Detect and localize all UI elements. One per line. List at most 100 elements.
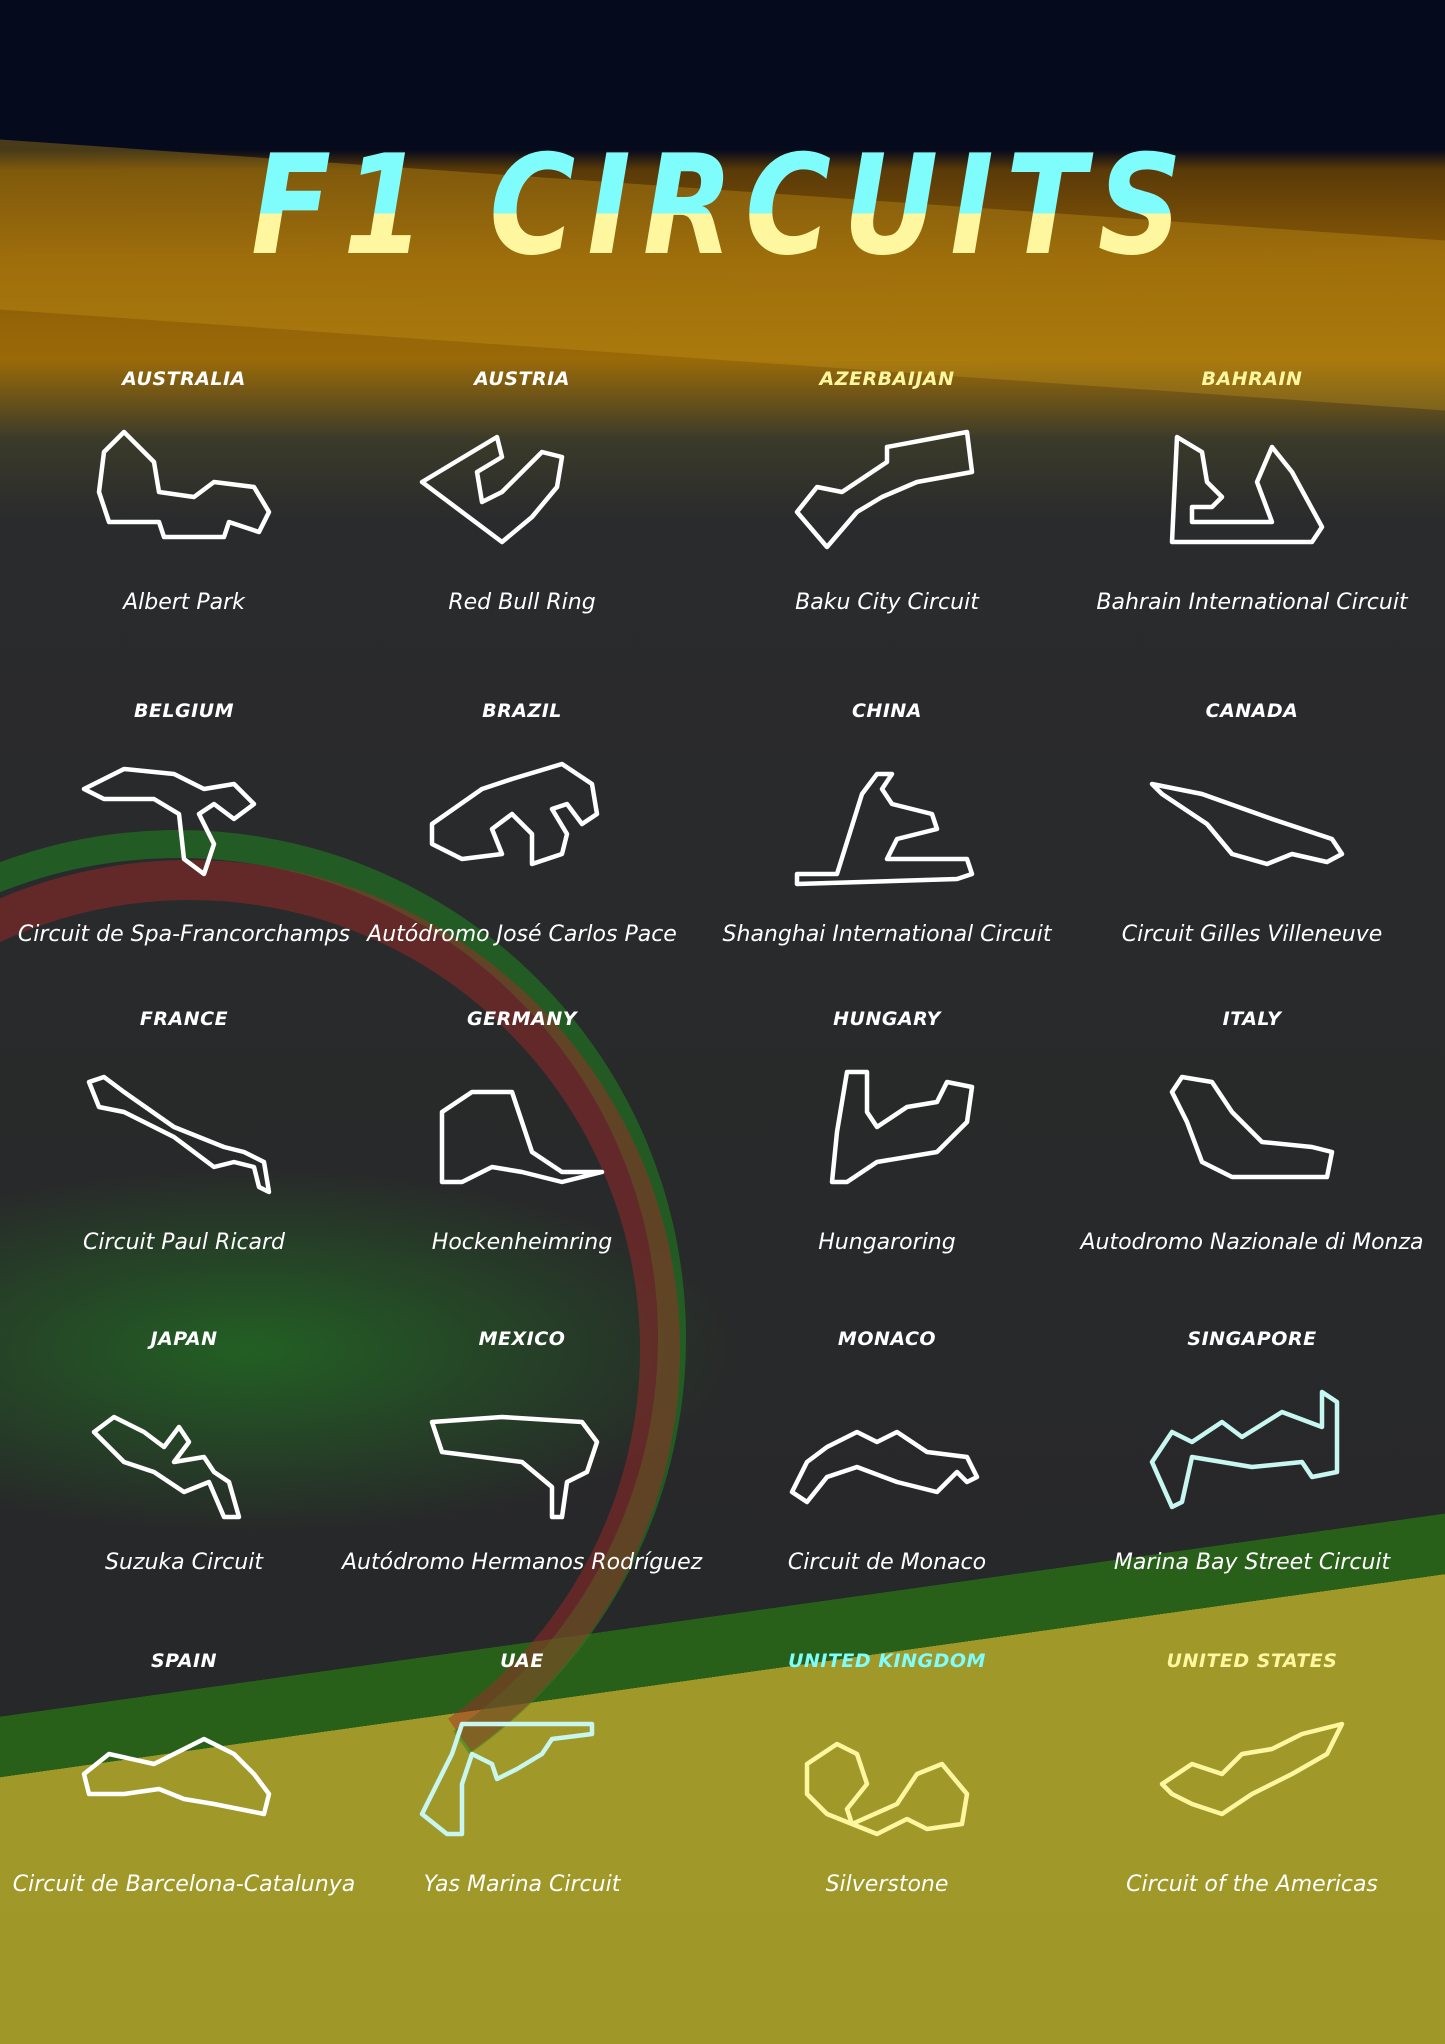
circuit-card-bahrain: BAHRAIN Bahrain International Circuit — [1072, 368, 1432, 615]
track-map-icon — [429, 761, 600, 867]
circuit-card-australia: AUSTRALIA Albert Park — [4, 368, 364, 615]
circuit-card-japan: JAPAN Suzuka Circuit — [4, 1328, 364, 1575]
track-map-icon — [419, 434, 565, 545]
circuit-name: Autódromo José Carlos Pace — [367, 922, 677, 947]
circuit-card-austria: AUSTRIA Red Bull Ring — [342, 368, 702, 615]
track-outline — [81, 766, 257, 877]
circuit-name: Marina Bay Street Circuit — [1113, 1550, 1391, 1575]
circuit-card-italy: ITALY Autodromo Nazionale di Monza — [1072, 1008, 1432, 1255]
circuit-card-monaco: MONACO Circuit de Monaco — [707, 1328, 1067, 1575]
circuit-name: Circuit de Spa-Francorchamps — [17, 922, 351, 947]
track-map-icon — [429, 1414, 600, 1520]
track-map-icon — [96, 429, 272, 540]
track-outline — [829, 1069, 975, 1185]
country-label: BAHRAIN — [1201, 368, 1303, 390]
track-map-icon — [1169, 1074, 1335, 1180]
track-outline — [1149, 1389, 1340, 1510]
circuit-name: Hockenheimring — [431, 1230, 613, 1255]
country-label: FRANCE — [139, 1008, 229, 1030]
country-label: SINGAPORE — [1187, 1328, 1317, 1350]
track-map-icon — [794, 771, 975, 887]
track-outline — [1149, 781, 1345, 867]
circuit-name: Albert Park — [123, 590, 245, 615]
track-map-icon — [789, 1429, 980, 1505]
track-map-icon — [439, 1089, 605, 1185]
track-map-icon — [829, 1069, 975, 1185]
country-label: AUSTRIA — [474, 368, 570, 390]
circuit-card-mexico: MEXICO Autódromo Hermanos Rodríguez — [342, 1328, 702, 1575]
track-map-icon — [81, 1736, 272, 1817]
country-label: CANADA — [1205, 700, 1299, 722]
circuit-name: Circuit of the Americas — [1126, 1872, 1378, 1897]
circuit-card-united-states: UNITED STATES Circuit of the Americas — [1072, 1650, 1432, 1897]
circuit-name: Circuit Gilles Villeneuve — [1121, 922, 1383, 947]
country-label: CHINA — [851, 700, 923, 722]
circuit-card-germany: GERMANY Hockenheimring — [342, 1008, 702, 1255]
track-outline — [439, 1089, 605, 1185]
circuit-card-belgium: BELGIUM Circuit de Spa-Francorchamps — [4, 700, 364, 947]
track-map-icon — [794, 429, 975, 550]
circuit-card-singapore: SINGAPORE Marina Bay Street Circuit — [1072, 1328, 1432, 1575]
country-label: UNITED KINGDOM — [788, 1650, 986, 1672]
circuit-name: Bahrain International Circuit — [1096, 590, 1408, 615]
track-outline — [1159, 1721, 1345, 1817]
country-label: UNITED STATES — [1166, 1650, 1338, 1672]
circuit-name: Circuit Paul Ricard — [82, 1230, 286, 1255]
country-label: AUSTRALIA — [122, 368, 246, 390]
track-outline — [419, 434, 565, 545]
country-label: AZERBAIJAN — [819, 368, 955, 390]
circuit-name: Hungaroring — [818, 1230, 956, 1255]
track-map-icon — [804, 1741, 970, 1837]
track-outline — [789, 1429, 980, 1505]
track-outline — [81, 1736, 272, 1817]
country-label: JAPAN — [150, 1328, 218, 1350]
track-outline — [1169, 434, 1325, 545]
circuit-name: Circuit de Monaco — [787, 1550, 987, 1575]
circuit-card-uae: UAE Yas Marina Circuit — [342, 1650, 702, 1897]
track-outline — [91, 1414, 242, 1520]
track-map-icon — [1149, 1389, 1340, 1510]
country-label: BRAZIL — [482, 700, 562, 722]
circuit-card-spain: SPAIN Circuit de Barcelona-Catalunya — [4, 1650, 364, 1897]
circuit-card-united-kingdom: UNITED KINGDOM Silverstone — [707, 1650, 1067, 1897]
country-label: UAE — [500, 1650, 544, 1672]
circuit-name: Silverstone — [825, 1872, 949, 1897]
track-outline — [96, 429, 272, 540]
country-label: SPAIN — [150, 1650, 218, 1672]
circuit-name: Autodromo Nazionale di Monza — [1080, 1230, 1424, 1255]
circuit-name: Red Bull Ring — [448, 590, 596, 615]
track-outline — [794, 771, 975, 887]
track-map-icon — [91, 1414, 242, 1520]
circuit-name: Autódromo Hermanos Rodríguez — [342, 1550, 703, 1575]
circuit-name: Baku City Circuit — [795, 590, 979, 615]
circuit-name: Circuit de Barcelona-Catalunya — [12, 1872, 356, 1897]
track-outline — [86, 1074, 272, 1195]
track-outline — [1169, 1074, 1335, 1180]
circuit-name: Yas Marina Circuit — [423, 1872, 621, 1897]
country-label: GERMANY — [467, 1008, 577, 1030]
country-label: MEXICO — [478, 1328, 566, 1350]
country-label: BELGIUM — [133, 700, 235, 722]
circuit-name: Suzuka Circuit — [105, 1550, 263, 1575]
track-map-icon — [1149, 781, 1345, 867]
country-label: ITALY — [1222, 1008, 1282, 1030]
track-outline — [429, 1414, 600, 1520]
track-outline — [794, 429, 975, 550]
circuit-card-hungary: HUNGARY Hungaroring — [707, 1008, 1067, 1255]
track-map-icon — [81, 766, 257, 877]
track-map-icon — [86, 1074, 272, 1195]
circuit-card-france: FRANCE Circuit Paul Ricard — [4, 1008, 364, 1255]
country-label: HUNGARY — [833, 1008, 941, 1030]
circuit-card-brazil: BRAZIL Autódromo José Carlos Pace — [342, 700, 702, 947]
track-outline — [429, 761, 600, 867]
country-label: MONACO — [837, 1328, 937, 1350]
track-outline — [804, 1741, 970, 1837]
track-map-icon — [1169, 434, 1325, 545]
poster-title: F1 CIRCUITS — [108, 125, 1336, 286]
track-map-icon — [419, 1721, 595, 1837]
circuit-card-azerbaijan: AZERBAIJAN Baku City Circuit — [707, 368, 1067, 615]
track-map-icon — [1159, 1721, 1345, 1817]
circuit-card-canada: CANADA Circuit Gilles Villeneuve — [1072, 700, 1432, 947]
track-outline — [419, 1721, 595, 1837]
